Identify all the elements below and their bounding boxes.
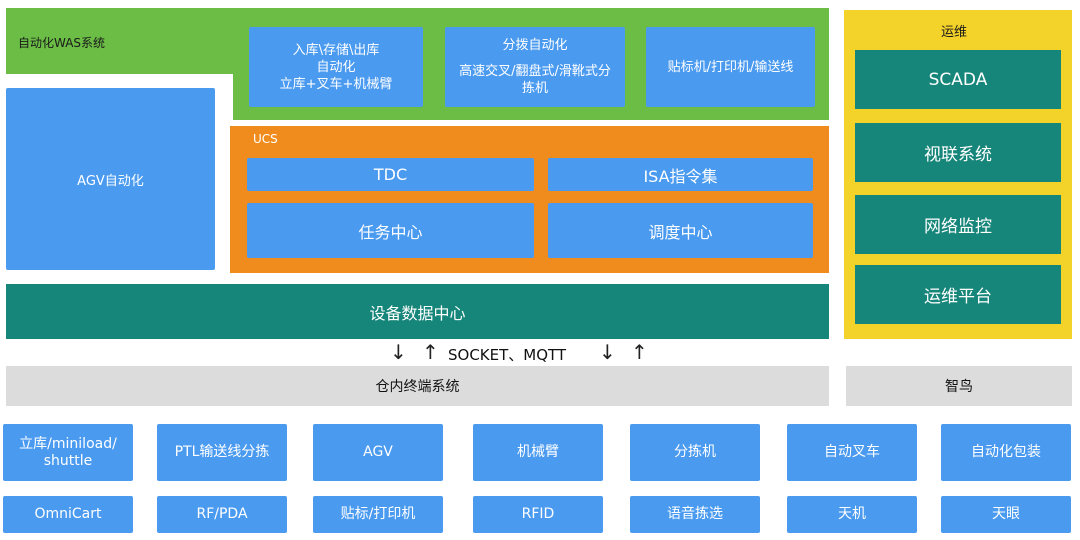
was-box-labeler-label: 贴标机/打印机/输送线: [667, 59, 794, 75]
ops-network-monitor-label: 网络监控: [924, 217, 992, 237]
device-asrs-label: 立库/miniload/ shuttle: [19, 435, 117, 469]
zhiniao-label: 智鸟: [945, 379, 973, 395]
ucs-title: UCS: [253, 132, 278, 146]
device-sorter: 分拣机: [630, 424, 760, 481]
was-title: 自动化WAS系统: [18, 36, 106, 50]
device-agv: AGV: [313, 424, 443, 481]
device-auto-forklift-label: 自动叉车: [824, 444, 880, 460]
device-sorter-label: 分拣机: [674, 444, 716, 460]
ops-network-monitor: 网络监控: [855, 195, 1061, 254]
device-data-center-label: 设备数据中心: [369, 303, 466, 323]
terminal-system: 仓内终端系统: [6, 366, 829, 406]
device-tianyan: 天眼: [941, 496, 1071, 533]
ucs-dispatch-center: 调度中心: [548, 203, 813, 258]
ops-scada-label: SCADA: [928, 69, 988, 90]
device-tianji: 天机: [787, 496, 917, 533]
ops-platform: 运维平台: [855, 265, 1061, 324]
device-rfid-label: RFID: [521, 506, 555, 522]
device-voice-picking-label: 语音拣选: [667, 506, 723, 522]
device-tianji-label: 天机: [838, 506, 866, 522]
device-agv-label: AGV: [363, 444, 393, 460]
device-label-printer: 贴标/打印机: [313, 496, 443, 533]
ucs-tdc: TDC: [247, 158, 534, 191]
ucs-isa: ISA指令集: [548, 158, 813, 191]
arrow-down-icon: ↓: [390, 340, 407, 364]
arrow-up-icon: ↑: [422, 340, 439, 364]
ucs-task-center: 任务中心: [247, 203, 534, 258]
device-omnicart-label: OmniCart: [34, 506, 102, 522]
device-data-center: 设备数据中心: [6, 284, 829, 339]
device-label-printer-label: 贴标/打印机: [340, 506, 416, 522]
zhiniao: 智鸟: [846, 366, 1072, 406]
was-box-storage-line-1: 入库\存储\出库: [292, 42, 380, 58]
arrow-down-icon: ↓: [599, 340, 616, 364]
device-ptl: PTL输送线分拣: [157, 424, 287, 481]
was-box-sorting: 分拨自动化 高速交叉/翻盘式/滑靴式分 拣机: [445, 27, 625, 107]
ucs-tdc-label: TDC: [373, 165, 408, 184]
device-ptl-label: PTL输送线分拣: [174, 444, 270, 460]
device-auto-packing-label: 自动化包装: [971, 444, 1041, 460]
ucs-dispatch-center-label: 调度中心: [648, 222, 713, 242]
agv-box: AGV自动化: [6, 88, 215, 270]
agv-label: AGV自动化: [77, 173, 144, 189]
was-box-labeler: 贴标机/打印机/输送线: [646, 27, 815, 107]
device-omnicart: OmniCart: [3, 496, 133, 533]
terminal-system-label: 仓内终端系统: [375, 379, 460, 395]
was-box-storage: 入库\存储\出库 自动化 立库+叉车+机械臂: [249, 27, 423, 107]
device-rfid: RFID: [473, 496, 603, 533]
was-box-storage-line-2: 自动化: [316, 59, 356, 75]
was-box-sorting-line-2: 高速交叉/翻盘式/滑靴式分: [459, 64, 611, 79]
ops-scada: SCADA: [855, 50, 1061, 109]
ops-platform-label: 运维平台: [924, 287, 992, 307]
device-auto-forklift: 自动叉车: [787, 424, 917, 481]
arrow-up-icon: ↑: [631, 340, 648, 364]
device-asrs: 立库/miniload/ shuttle: [3, 424, 133, 481]
ucs-task-center-label: 任务中心: [358, 222, 423, 242]
ops-video-link: 视联系统: [855, 123, 1061, 182]
device-auto-packing: 自动化包装: [941, 424, 1071, 481]
device-robot-arm: 机械臂: [473, 424, 603, 481]
was-box-sorting-line-1: 分拨自动化: [502, 38, 568, 53]
was-box-sorting-line-3: 拣机: [521, 81, 548, 96]
device-tianyan-label: 天眼: [992, 506, 1020, 522]
device-rf-pda-label: RF/PDA: [196, 506, 248, 522]
ops-title: 运维: [941, 25, 968, 40]
device-voice-picking: 语音拣选: [630, 496, 760, 533]
device-rf-pda: RF/PDA: [157, 496, 287, 533]
device-robot-arm-label: 机械臂: [517, 444, 559, 460]
was-box-storage-line-3: 立库+叉车+机械臂: [279, 76, 393, 92]
ucs-isa-label: ISA指令集: [643, 166, 718, 186]
protocol-label: SOCKET、MQTT: [448, 346, 567, 364]
ops-video-link-label: 视联系统: [924, 145, 992, 165]
